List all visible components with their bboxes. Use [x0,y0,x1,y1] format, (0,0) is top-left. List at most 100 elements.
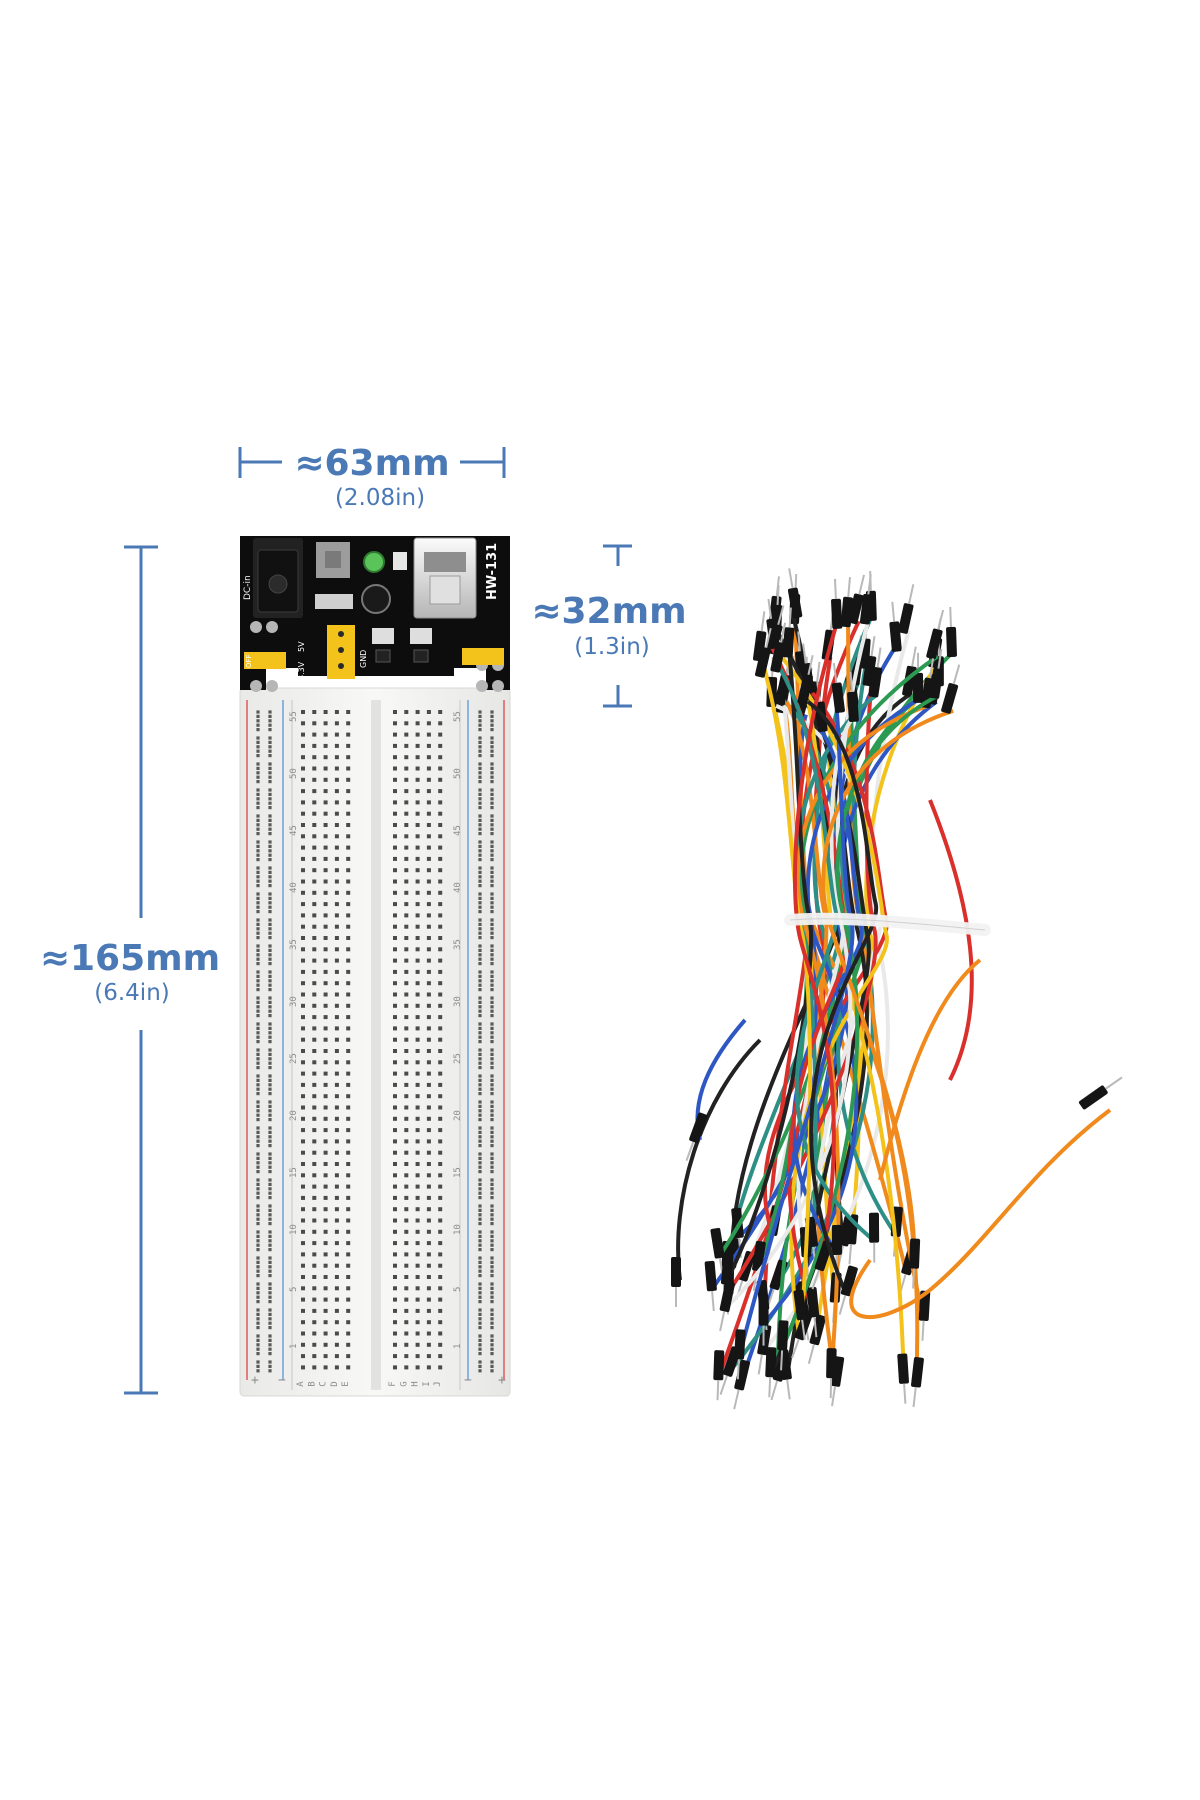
column-number-right: 30 [453,996,463,1007]
jumper-wire [737,709,855,1358]
jumper-wire [928,799,974,1081]
column-number-left: 15 [289,1167,299,1178]
wire-connector [831,578,843,629]
column-number-right: 45 [453,825,463,836]
wire-connector [831,662,845,714]
wire-connector [826,1348,837,1399]
wire-connector [791,1309,814,1359]
wire-connector [929,648,944,699]
column-number-left: 40 [289,882,299,893]
dc-jack-icon [253,538,303,618]
column-number-left: 1 [289,1344,299,1349]
row-letter: E [341,1381,351,1386]
wire-connector [868,1212,880,1263]
column-number-left: 10 [289,1224,299,1235]
row-letter: A [296,1381,306,1387]
wire-connector [1078,1076,1123,1110]
column-number-right: 20 [453,1110,463,1121]
column-number-left: 5 [289,1287,299,1292]
led-icon [363,551,385,573]
column-number-left: 55 [289,711,299,722]
wire-connector [946,606,957,658]
wire-connector [765,1347,777,1398]
wire-connector [838,1265,858,1315]
wire-connector [898,584,915,634]
wire-connector [911,1357,924,1408]
jumper-wire [763,674,813,1319]
wire-connector [787,568,803,619]
column-number-right: 35 [453,939,463,950]
wire-connector [868,647,883,698]
column-number-right: 25 [453,1053,463,1064]
rail-plus-left: + [251,1373,259,1388]
jumper-wire [726,682,878,1294]
wire-connector [806,1287,820,1338]
wire-connector [770,622,787,673]
row-letter: C [319,1381,329,1386]
wire-connector [909,1238,921,1289]
column-number-left: 20 [289,1110,299,1121]
wire-connector [793,1289,807,1340]
wire-connector [847,574,865,625]
column-number-right: 1 [453,1344,463,1349]
row-letter: H [411,1381,421,1386]
wire-connector [913,652,924,703]
module-dimension [603,544,632,708]
wire-connector [733,1359,751,1410]
v5-label: 5V [297,641,306,652]
wire-connector [704,1260,717,1312]
rail-plus-right: + [498,1373,506,1388]
width-dimension [238,447,506,478]
wire-connector [671,1257,681,1307]
row-letter: G [399,1381,409,1386]
row-letter: B [307,1381,317,1386]
wire-connector [713,1350,725,1401]
column-number-right: 40 [453,882,463,893]
column-number-left: 25 [289,1053,299,1064]
column-number-right: 10 [453,1224,463,1235]
jumper-wire [878,958,982,1181]
column-number-right: 15 [453,1167,463,1178]
column-number-right: 55 [453,711,463,722]
jumper-wire [792,625,838,1269]
v33-label: 3.3V [297,661,306,680]
column-number-left: 35 [289,939,299,950]
wire-connector [847,671,859,723]
jumper-wire-bundle [671,568,1123,1410]
height-dimension [124,545,158,1395]
height-sub-label: (6.4in) [94,980,170,1006]
wire-connector [734,1329,746,1380]
column-number-left: 30 [289,996,299,1007]
wire-connector [719,1281,735,1332]
wire-connector [840,577,854,628]
dc-in-label: DC-in [243,575,253,600]
rail-minus-left: − [278,1373,286,1388]
column-number-left: 45 [289,825,299,836]
wire-connector [926,609,945,660]
width-main-label: ≈63mm [294,443,449,484]
wire-connector [758,1295,769,1346]
usb-port-icon [413,537,477,619]
column-number-right: 50 [453,768,463,779]
column-number-left: 50 [289,768,299,779]
row-letter: D [330,1381,340,1386]
jumper-wire [676,1038,762,1281]
row-letter: J [433,1381,443,1386]
wire-connector [859,574,874,625]
height-main-label: ≈165mm [40,938,220,979]
row-letter: F [388,1381,398,1386]
width-sub-label: (2.08in) [335,485,425,511]
wire-connector [897,1353,909,1404]
jumper-wire [849,1108,1112,1319]
wire-connector [797,654,814,705]
wire-connector [685,1112,708,1162]
wire-connector [755,627,772,678]
off-label: OFF [245,654,253,668]
module-sub-label: (1.3in) [574,634,650,660]
wire-connector [777,1320,789,1371]
model-label: HW-131 [485,543,500,600]
power-module: HW-131 DC-in 5V 3.3V GND OFF [240,536,510,692]
row-letter: I [422,1381,432,1386]
